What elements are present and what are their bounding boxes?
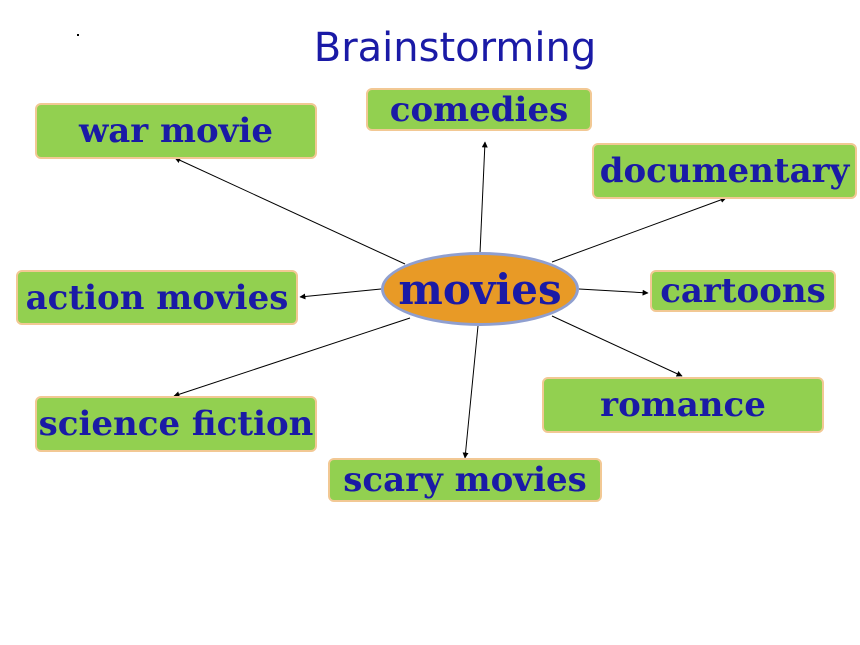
arrow-action-movies: [299, 288, 382, 300]
center-node-movies: movies: [381, 252, 579, 326]
arrow-science-fiction: [173, 317, 411, 398]
arrow-comedies: [479, 141, 488, 254]
arrow-cartoons: [578, 288, 649, 296]
stray-dot: [77, 34, 79, 36]
node-scary-movies: scary movies: [328, 458, 602, 502]
node-documentary: documentary: [592, 143, 857, 199]
node-comedies: comedies: [366, 88, 592, 131]
arrow-war-movie: [174, 157, 406, 265]
page-title: Brainstorming: [313, 25, 597, 71]
node-romance: romance: [542, 377, 824, 433]
arrow-documentary: [551, 197, 727, 263]
node-science-fiction: science fiction: [35, 396, 317, 452]
arrow-scary-movies: [462, 325, 479, 459]
node-action-movies: action movies: [16, 270, 298, 325]
node-cartoons: cartoons: [650, 270, 836, 312]
node-war-movie: war movie: [35, 103, 317, 159]
arrow-romance: [551, 315, 683, 377]
